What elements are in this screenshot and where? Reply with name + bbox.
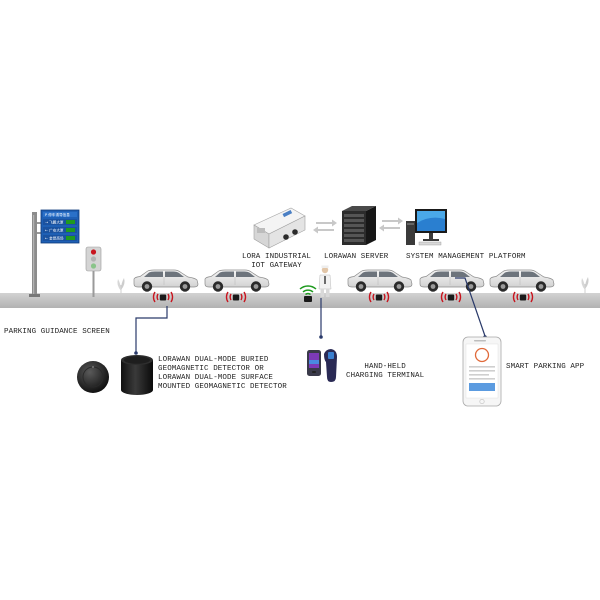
car-icon (419, 269, 485, 293)
road (0, 293, 600, 308)
svg-text:← 广安大厦: ← 广安大厦 (45, 228, 64, 233)
server-label: LORAWAN SERVER (324, 253, 389, 261)
surface-detector-icon (77, 361, 109, 393)
parking-attendant-icon (318, 265, 332, 297)
free-slot-sensor-icon (299, 285, 317, 302)
svg-text:P 停车诱导信息: P 停车诱导信息 (45, 212, 70, 217)
lorawan-server-icon (342, 206, 376, 245)
svg-text:→ 飞鹏大厦: → 飞鹏大厦 (45, 220, 64, 225)
gateway-server-arrows-icon (313, 219, 337, 234)
leader-lines (135, 277, 486, 352)
platform-label: SYSTEM MANAGEMENT PLATFORM (406, 253, 526, 261)
leader-dot (319, 335, 323, 339)
car-icon (204, 269, 270, 293)
car-icon (489, 269, 555, 293)
svg-text:← 金昆商场: ← 金昆商场 (45, 236, 64, 241)
car-icon (347, 269, 413, 293)
smartphone-app-icon (462, 336, 502, 407)
handheld-label: HAND-HELD CHARGING TERMINAL (346, 363, 425, 380)
detector-label: LORAWAN DUAL-MODE BURIED GEOMAGNETIC DET… (158, 356, 287, 391)
tree-icon (580, 276, 590, 295)
car-icon (133, 269, 199, 293)
guidance-screen-label: PARKING GUIDANCE SCREEN (4, 328, 110, 336)
tree-icon (116, 277, 126, 296)
traffic-light-icon (85, 246, 102, 297)
lora-gateway-icon (253, 207, 306, 249)
management-computer-icon (406, 209, 447, 246)
handheld-terminal-icon (307, 349, 337, 382)
gateway-label: LORA INDUSTRIAL IOT GATEWAY (242, 253, 312, 270)
server-platform-arrows-icon (379, 217, 403, 232)
leader-dot (134, 351, 138, 355)
buried-detector-icon (121, 355, 153, 395)
parking-guidance-sign-icon: P 停车诱导信息 → 飞鹏大厦 ← 广安大厦 ← 金昆商场 (29, 209, 80, 297)
app-label: SMART PARKING APP (506, 363, 585, 371)
